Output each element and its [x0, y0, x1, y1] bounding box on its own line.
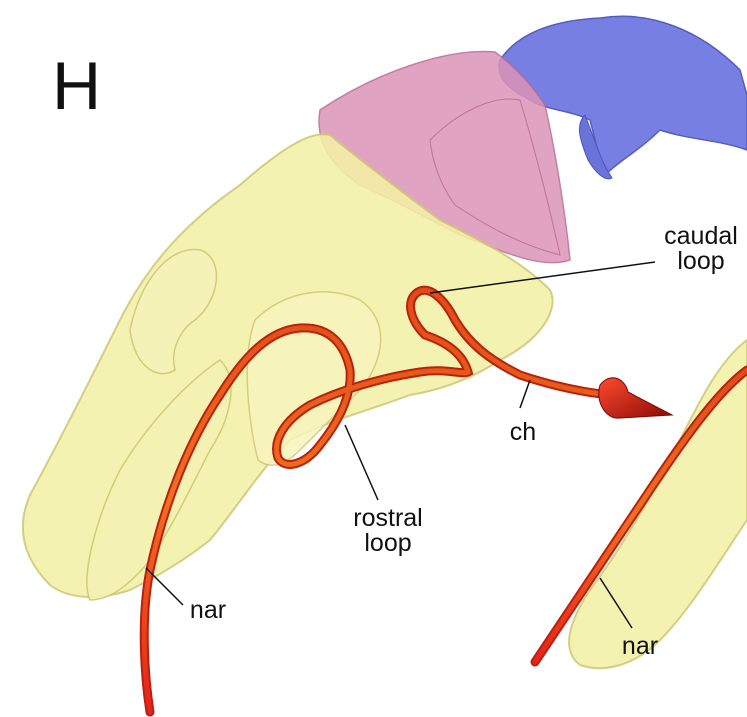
turbinate-middle: [247, 292, 380, 465]
label-rostral-loop: rostral loop: [338, 506, 438, 556]
label-caudal-loop-line1: caudal: [655, 224, 747, 249]
label-caudal-loop-line2: loop: [655, 249, 747, 274]
label-rostral-loop-line1: rostral: [338, 506, 438, 531]
label-nar-left: nar: [180, 598, 236, 623]
label-nar-right: nar: [612, 634, 668, 659]
leader-rostral-loop: [345, 425, 378, 500]
label-ch: ch: [498, 420, 548, 445]
airflow-arrowhead: [599, 378, 672, 418]
panel-letter: H: [52, 52, 101, 120]
label-caudal-loop: caudal loop: [655, 224, 747, 274]
label-rostral-loop-line2: loop: [338, 531, 438, 556]
leader-ch: [520, 380, 530, 408]
